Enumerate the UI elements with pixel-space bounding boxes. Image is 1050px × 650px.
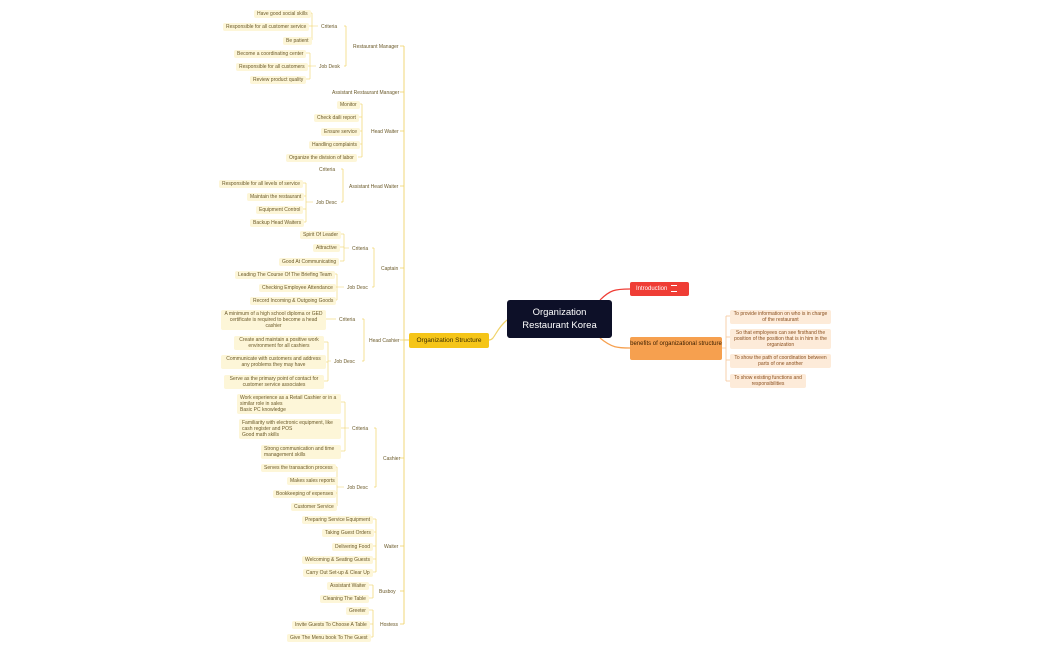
criteria-node[interactable]: Criteria: [319, 167, 336, 173]
criteria-item[interactable]: Strong communication and time management…: [261, 445, 341, 459]
criteria-node[interactable]: Criteria: [321, 24, 338, 30]
benefits-node[interactable]: benefits of organizational structure: [630, 337, 722, 360]
criteria-item[interactable]: Familiarity with electronic equipment, l…: [239, 419, 341, 439]
root-title: Organization Restaurant Korea: [522, 307, 597, 331]
jobdesc-item[interactable]: Bookkeeping of expenses: [273, 490, 337, 498]
criteria-item[interactable]: Attractive: [313, 244, 340, 252]
duty-item[interactable]: Taking Guest Orders: [322, 529, 374, 537]
connector-line: [336, 274, 344, 300]
criteria-item[interactable]: Responsible for all customer service: [223, 23, 310, 31]
connector-line: [336, 467, 344, 506]
jobdesc-item[interactable]: Communicate with customers and address a…: [221, 355, 326, 369]
jobdesc-item[interactable]: Leading The Course Of The Briefing Team: [235, 271, 335, 279]
jobdesk-item[interactable]: Responsible for all customers: [236, 63, 308, 71]
criteria-item[interactable]: Good At Communicating: [279, 258, 340, 266]
benefit-item[interactable]: To provide information on who is in char…: [730, 310, 831, 324]
criteria-node[interactable]: Criteria: [352, 426, 369, 432]
duty-item[interactable]: Check daili report: [314, 114, 359, 122]
duty-item[interactable]: Greeter: [346, 607, 369, 615]
organization-structure-label: Organization Structure: [416, 337, 482, 344]
criteria-item[interactable]: Work experience as a Retail Cashier or i…: [237, 394, 341, 414]
duty-item[interactable]: Assistant Waiter: [327, 582, 369, 590]
duty-item[interactable]: Preparing Service Equipment: [302, 516, 374, 524]
connector-line: [599, 288, 631, 301]
jobdesc-item[interactable]: Maintain the restaurant: [247, 193, 305, 201]
jobdesc-node[interactable]: Job Desc: [347, 485, 368, 491]
connector-line: [488, 319, 508, 341]
criteria-item[interactable]: Have good social skills: [254, 10, 311, 18]
root-node[interactable]: Organization Restaurant Korea: [507, 300, 612, 338]
jobdesc-item[interactable]: Responsible for all levels of service: [219, 180, 304, 188]
duty-item[interactable]: Welcoming & Seating Guests: [302, 556, 373, 564]
benefits-label: benefits of organizational structure: [630, 341, 722, 347]
jobdesk-item[interactable]: Review product quality: [250, 76, 307, 84]
role-hostess[interactable]: Hostess: [380, 622, 399, 628]
jobdesc-item[interactable]: Serves the transaction process: [261, 464, 336, 472]
connector-line: [327, 342, 331, 381]
connector-line: [311, 13, 318, 40]
duty-item[interactable]: Invite Guests To Choose A Table: [292, 621, 370, 629]
duty-item[interactable]: Ensure service: [321, 128, 361, 136]
duty-item[interactable]: Carry Out Set-up & Clear Up: [303, 569, 373, 577]
duty-item[interactable]: Give The Menu book To The Guest: [287, 634, 371, 642]
jobdesc-item[interactable]: Record Incoming & Outgoing Goods: [250, 297, 337, 305]
criteria-item[interactable]: A minimum of a high school diploma or GE…: [221, 310, 326, 330]
introduction-label: Introduction: [636, 286, 668, 292]
duty-item[interactable]: Cleaning The Table: [320, 595, 369, 603]
role-cashier[interactable]: Cashier: [383, 456, 401, 462]
duty-item[interactable]: Organize the division of labor: [286, 154, 357, 162]
notes-icon[interactable]: [671, 284, 678, 292]
connector-line: [305, 183, 313, 222]
connector-line: [343, 234, 349, 261]
jobdesc-node[interactable]: Job Desc: [316, 200, 337, 206]
role-captain[interactable]: Captain: [381, 266, 399, 272]
jobdesk-node[interactable]: Job Desk: [319, 64, 340, 70]
jobdesc-item[interactable]: Serve as the primary point of contact fo…: [224, 375, 324, 389]
jobdesc-item[interactable]: Equipment Control: [256, 206, 304, 214]
connector-line: [344, 402, 349, 451]
jobdesc-item[interactable]: Customer Service: [291, 503, 337, 511]
connector-line: [722, 316, 727, 381]
jobdesc-item[interactable]: Backup Head Waiters: [250, 219, 305, 227]
criteria-item[interactable]: Be patient: [283, 37, 312, 45]
role-restaurant-manager[interactable]: Restaurant Manager: [353, 44, 399, 50]
introduction-node[interactable]: Introduction: [630, 282, 689, 296]
role-assistant-head-waiter[interactable]: Assistant Head Waiter: [349, 184, 399, 190]
criteria-item[interactable]: Spirit Of Leader: [300, 231, 342, 239]
benefit-item[interactable]: So that employees can see firsthand the …: [730, 329, 831, 349]
role-assistant-restaurant-manager[interactable]: Assistant Restaurant Manager: [332, 90, 400, 96]
jobdesc-item[interactable]: Create and maintain a positive work envi…: [234, 336, 324, 350]
criteria-node[interactable]: Criteria: [352, 246, 369, 252]
organization-structure-node[interactable]: Organization Structure: [409, 333, 489, 348]
jobdesc-node[interactable]: Job Desc: [334, 359, 355, 365]
role-busboy[interactable]: Busboy: [379, 589, 396, 595]
jobdesc-node[interactable]: Job Desc: [347, 285, 368, 291]
duty-item[interactable]: Handling complaints: [309, 141, 361, 149]
jobdesk-item[interactable]: Become a coordinating center: [234, 50, 307, 58]
criteria-node[interactable]: Criteria: [339, 317, 356, 323]
jobdesc-item[interactable]: Checking Employee Attendance: [259, 284, 336, 292]
role-head-cashier[interactable]: Head Cashier: [369, 338, 400, 344]
connector-line: [403, 46, 409, 624]
role-head-waiter[interactable]: Head Waiter: [371, 129, 399, 135]
duty-item[interactable]: Monitor: [337, 101, 360, 109]
benefit-item[interactable]: To show the path of coordination between…: [730, 354, 831, 368]
jobdesc-item[interactable]: Makes sales reports: [287, 477, 338, 485]
connector-line: [599, 337, 631, 349]
duty-item[interactable]: Delivering Food: [332, 543, 374, 551]
benefit-item[interactable]: To show existing functions and responsib…: [730, 374, 806, 388]
role-waiter[interactable]: Waiter: [384, 544, 399, 550]
